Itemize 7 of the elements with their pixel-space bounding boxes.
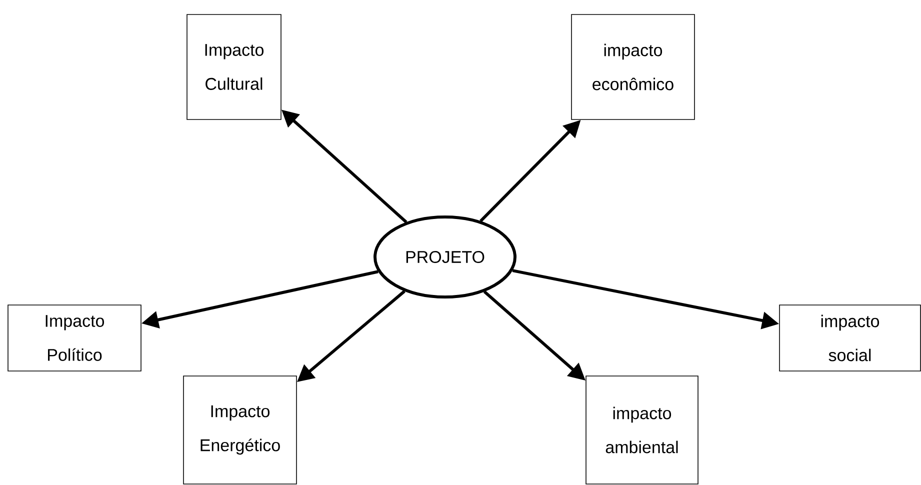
impact-box: Impacto Cultural (186, 14, 282, 120)
impact-box: impacto ambiental (586, 376, 698, 484)
ellipse-node: PROJETO (374, 216, 516, 298)
impact-box: Impacto Político (8, 304, 142, 372)
impact-box: impacto social (779, 304, 921, 372)
impact-box: impacto econômico (571, 14, 695, 120)
impact-box: Impacto Energético (183, 376, 297, 484)
